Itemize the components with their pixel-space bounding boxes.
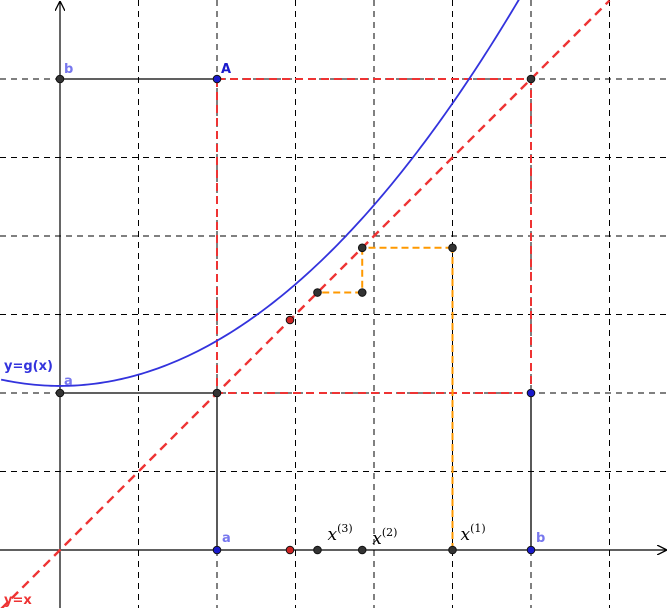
point-x-b [526,545,536,555]
y-axis-a-label: a [64,374,73,389]
cobweb-path [317,246,454,550]
point-b-b [526,74,536,84]
x-axis-a-label: a [222,531,231,546]
x2-sup: (2) [382,526,398,539]
x-axis-b-label: b [536,531,545,546]
curve-label: y=g(x) [4,359,53,374]
point-a-a [212,388,222,398]
diagonal-y-equals-x [0,0,611,608]
x2-base: x [372,529,382,549]
point-x2-x2 [357,243,367,253]
x3-sup: (3) [337,522,353,535]
point-fixed [285,315,295,325]
point-b-a [526,388,536,398]
point-x3-x3 [313,288,322,297]
x3-label: x(3) [327,522,352,545]
point-x2 [357,545,367,555]
point-x3 [313,545,322,555]
point-A [212,74,222,84]
point-x2-gx2 [357,288,367,297]
point-x1-gx1 [448,243,457,253]
points-layer [55,74,536,555]
y-axis-b-label: b [64,62,73,77]
curve-g [0,0,520,387]
point-x1 [448,545,457,555]
point-y-b [55,74,65,84]
diagonal-label: y=x [4,593,32,608]
x1-sup: (1) [470,522,486,535]
x2-label: x(2) [372,526,397,549]
x3-base: x [327,525,337,545]
x1-label: x(1) [461,522,486,545]
corner-A-label: A [221,62,231,77]
point-x-a [212,545,222,555]
point-fixed-on-axis [285,545,295,555]
box-ab [216,78,532,394]
point-y-a [55,388,65,398]
x1-base: x [461,525,471,545]
